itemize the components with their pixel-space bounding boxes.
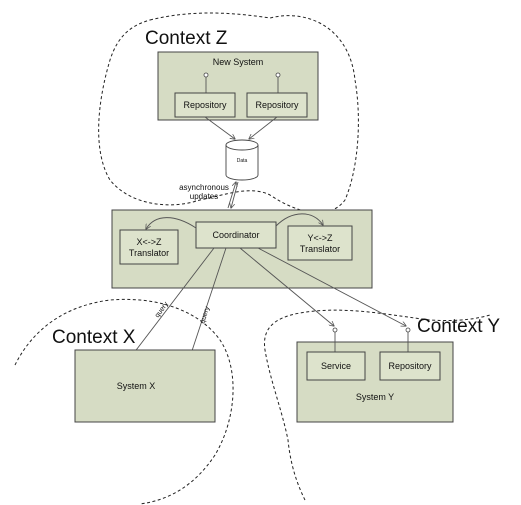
coordinator-to-xz-arrow bbox=[146, 217, 197, 229]
query-label-right: query bbox=[199, 305, 211, 324]
context-z-boundary bbox=[98, 12, 359, 214]
coordinator[interactable]: Coordinator bbox=[195, 221, 277, 249]
system-x[interactable]: System X bbox=[74, 349, 216, 423]
data-cylinder-body bbox=[225, 145, 259, 181]
new-system-label: New System bbox=[213, 57, 264, 67]
system-y-repository[interactable]: Repository bbox=[379, 351, 441, 381]
repository-left-label: Repository bbox=[183, 100, 227, 110]
service-box bbox=[306, 351, 366, 381]
context-x-title: Context X bbox=[52, 327, 136, 348]
repository-right-interface bbox=[275, 72, 281, 78]
system-y[interactable]: Service Repository System Y bbox=[296, 327, 454, 423]
repository-right-label: Repository bbox=[255, 100, 299, 110]
service[interactable]: Service bbox=[306, 351, 366, 381]
coordinator-to-service-arrow bbox=[239, 247, 334, 326]
xz-translator[interactable]: X<->Z Translator bbox=[119, 229, 179, 265]
yz-translator-box bbox=[287, 225, 353, 261]
service-interface bbox=[332, 327, 338, 333]
coordinator-label: Coordinator bbox=[212, 230, 259, 240]
data-store-label: Data bbox=[237, 158, 248, 164]
yz-translator[interactable]: Y<->Z Translator bbox=[287, 225, 353, 261]
xz-translator-box bbox=[119, 229, 179, 265]
system-y-repository-box bbox=[379, 351, 441, 381]
repository-interface bbox=[405, 327, 411, 333]
new-system[interactable]: New System Repository Repository bbox=[157, 51, 319, 121]
coordinator-to-repository-arrow bbox=[257, 247, 406, 326]
async-updates-label-line2: updates bbox=[190, 192, 218, 201]
service-label: Service bbox=[321, 361, 351, 371]
data-cylinder-top bbox=[225, 139, 259, 151]
system-y-label: System Y bbox=[356, 392, 394, 402]
yz-translator-label-line2: Translator bbox=[300, 244, 340, 254]
system-x-box bbox=[74, 349, 216, 423]
xz-translator-label-line1: X<->Z bbox=[136, 237, 162, 247]
repo-left-to-data-arrow bbox=[204, 116, 235, 139]
async-down-arrow bbox=[231, 181, 239, 208]
async-updates-label-line1: asynchronous bbox=[179, 183, 229, 192]
system-x-label: System X bbox=[117, 381, 156, 391]
yz-translator-label-line1: Y<->Z bbox=[307, 233, 333, 243]
system-y-repository-label: Repository bbox=[388, 361, 432, 371]
repository-left-box bbox=[174, 92, 236, 118]
integration-layer[interactable]: X<->Z Translator Coordinator Y<->Z Trans… bbox=[111, 209, 373, 289]
xz-translator-label-line2: Translator bbox=[129, 248, 169, 258]
repository-right[interactable]: Repository bbox=[246, 92, 308, 118]
context-x-boundary bbox=[14, 298, 234, 505]
context-y-title: Context Y bbox=[417, 316, 500, 337]
data-store[interactable]: Data bbox=[225, 139, 259, 181]
context-z-title: Context Z bbox=[145, 28, 228, 49]
coordinator-box bbox=[195, 221, 277, 249]
repo-right-to-data-arrow bbox=[249, 116, 278, 139]
repository-left[interactable]: Repository bbox=[174, 92, 236, 118]
coordinator-to-yz-arrow bbox=[275, 213, 323, 227]
repository-left-interface bbox=[203, 72, 209, 78]
context-y-boundary bbox=[263, 309, 491, 501]
